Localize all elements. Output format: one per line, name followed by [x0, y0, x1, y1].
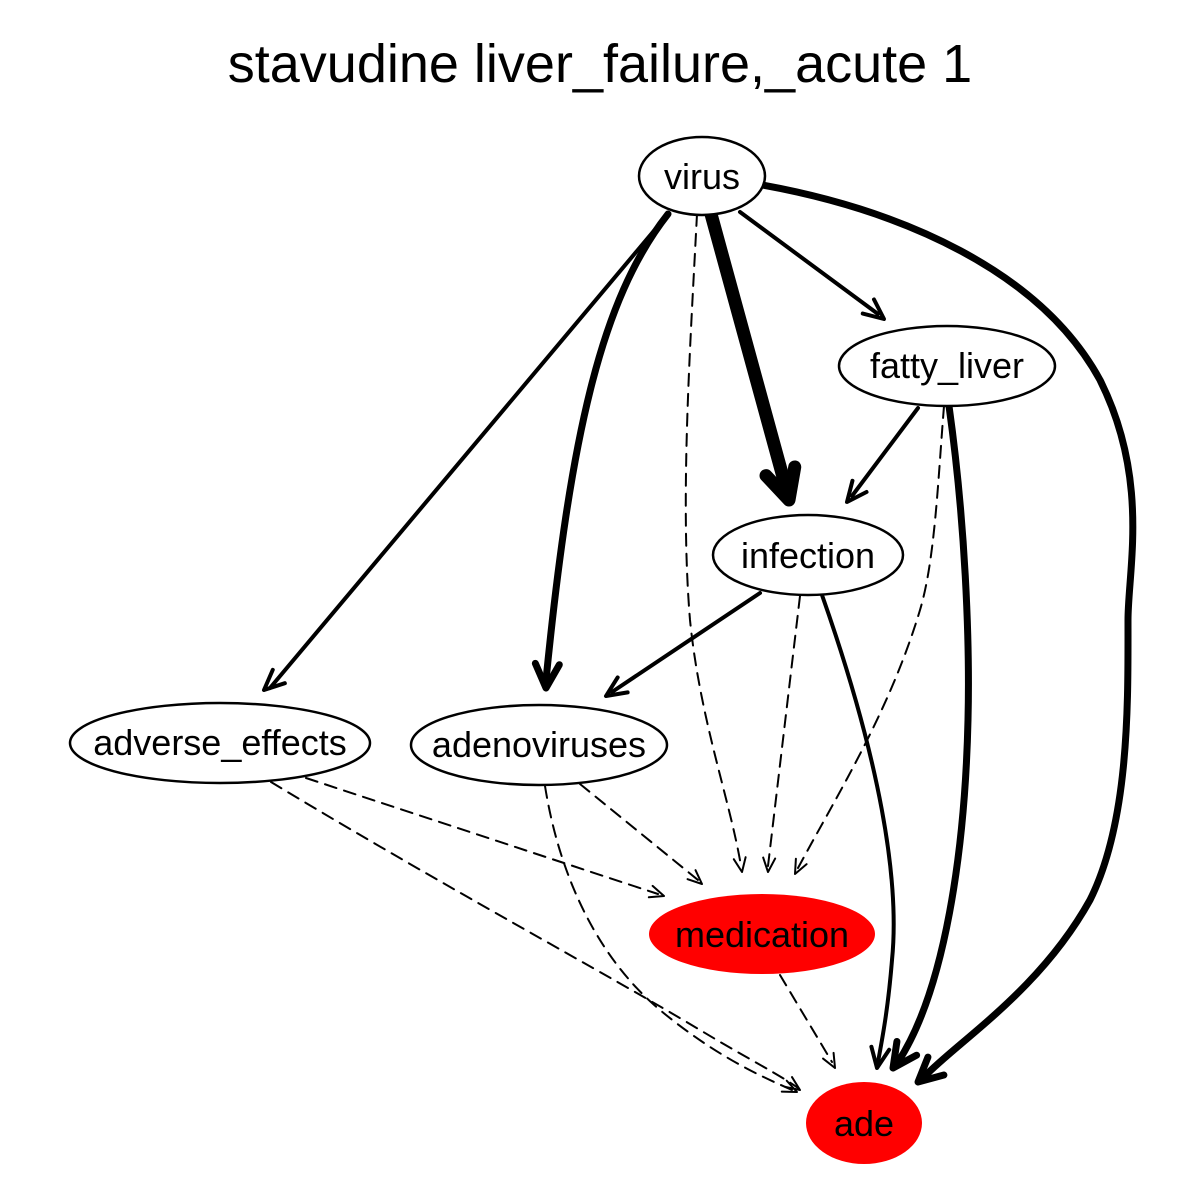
- arrowhead-icon: [686, 869, 703, 885]
- edge-virus-to-medication: [684, 213, 747, 873]
- edge-fatty-liver-to-medication: [794, 405, 945, 875]
- arrowhead-icon: [822, 1051, 836, 1069]
- edge-line: [797, 405, 945, 869]
- edge-line: [684, 213, 742, 867]
- edge-line: [738, 210, 880, 316]
- arrowhead-icon: [759, 460, 802, 507]
- node-virus-shape: [637, 135, 767, 217]
- arrowhead-icon: [531, 659, 563, 692]
- edge-medication-to-ade: [779, 974, 836, 1069]
- edge-virus-to-infection: [704, 207, 802, 507]
- edge-line: [305, 777, 659, 895]
- node-adverse-effects-label: adverse_effects: [93, 722, 347, 763]
- edge-virus-to-fatty-liver: [738, 210, 886, 321]
- edge-fatty-liver-to-ade: [889, 402, 972, 1072]
- arrowhead-icon: [762, 856, 777, 873]
- node-fatty-liver-shape: [837, 324, 1057, 408]
- edge-line: [610, 591, 762, 694]
- edge-virus-to-adenoviruses: [531, 210, 672, 692]
- edge-infection-to-medication: [762, 595, 801, 873]
- edge-line: [850, 406, 920, 498]
- arrowhead-icon: [845, 478, 869, 504]
- edge-virus-to-ade: [758, 181, 1137, 1086]
- arrowhead-icon: [860, 297, 886, 321]
- node-adverse-effects[interactable]: adverse_effects: [68, 701, 372, 785]
- arrowhead-icon: [794, 857, 808, 875]
- edge-line: [820, 593, 896, 1064]
- edges-layer: [262, 181, 1137, 1093]
- edge-virus-to-adverse-effects: [262, 212, 670, 692]
- edge-infection-to-adenoviruses: [604, 591, 762, 698]
- arrowhead-icon: [780, 1079, 798, 1093]
- arrowhead-icon: [732, 856, 747, 873]
- node-ade-label: ade: [834, 1103, 894, 1144]
- node-ade-shape: [806, 1082, 922, 1164]
- edge-adverse-effects-to-medication: [305, 777, 665, 899]
- edge-fatty-liver-to-infection: [845, 406, 920, 504]
- edge-line: [758, 181, 1137, 1080]
- node-infection-label: infection: [741, 535, 875, 576]
- edge-adverse-effects-to-ade: [270, 781, 801, 1091]
- arrowhead-icon: [784, 1076, 801, 1091]
- node-infection-shape: [711, 513, 905, 597]
- edge-line: [268, 212, 670, 690]
- node-fatty-liver-label: fatty_liver: [870, 345, 1024, 386]
- nodes-layer: virus fatty_liver infection adverse_effe…: [68, 135, 1057, 1164]
- graph-title: stavudine liver_failure,_acute 1: [228, 34, 972, 94]
- node-medication-shape: [649, 894, 875, 974]
- arrowhead-icon: [262, 667, 287, 692]
- arrowhead-icon: [914, 1053, 948, 1086]
- node-medication[interactable]: medication: [649, 894, 875, 974]
- arrowhead-icon: [869, 1044, 892, 1070]
- node-virus-label: virus: [664, 156, 740, 197]
- edge-line: [542, 210, 672, 684]
- node-adverse-effects-shape: [68, 701, 372, 785]
- node-adenoviruses-shape: [409, 703, 669, 787]
- node-virus[interactable]: virus: [637, 135, 767, 217]
- node-adenoviruses[interactable]: adenoviruses: [409, 703, 669, 787]
- node-adenoviruses-label: adenoviruses: [432, 724, 646, 765]
- edge-adenoviruses-to-medication: [579, 783, 703, 885]
- node-ade[interactable]: ade: [806, 1082, 922, 1164]
- arrowhead-icon: [647, 884, 665, 899]
- edge-infection-to-ade: [820, 593, 896, 1070]
- edge-line: [767, 595, 801, 867]
- edge-line: [544, 785, 793, 1091]
- edge-adenoviruses-to-ade: [544, 785, 798, 1093]
- node-medication-label: medication: [675, 914, 849, 955]
- edge-line: [779, 974, 833, 1063]
- edge-line: [894, 402, 972, 1066]
- arrowhead-icon: [889, 1037, 921, 1072]
- edge-line: [579, 783, 699, 881]
- edge-line: [270, 781, 799, 1089]
- arrowhead-icon: [604, 675, 630, 698]
- node-fatty-liver[interactable]: fatty_liver: [837, 324, 1057, 408]
- node-infection[interactable]: infection: [711, 513, 905, 597]
- edge-line: [704, 207, 793, 495]
